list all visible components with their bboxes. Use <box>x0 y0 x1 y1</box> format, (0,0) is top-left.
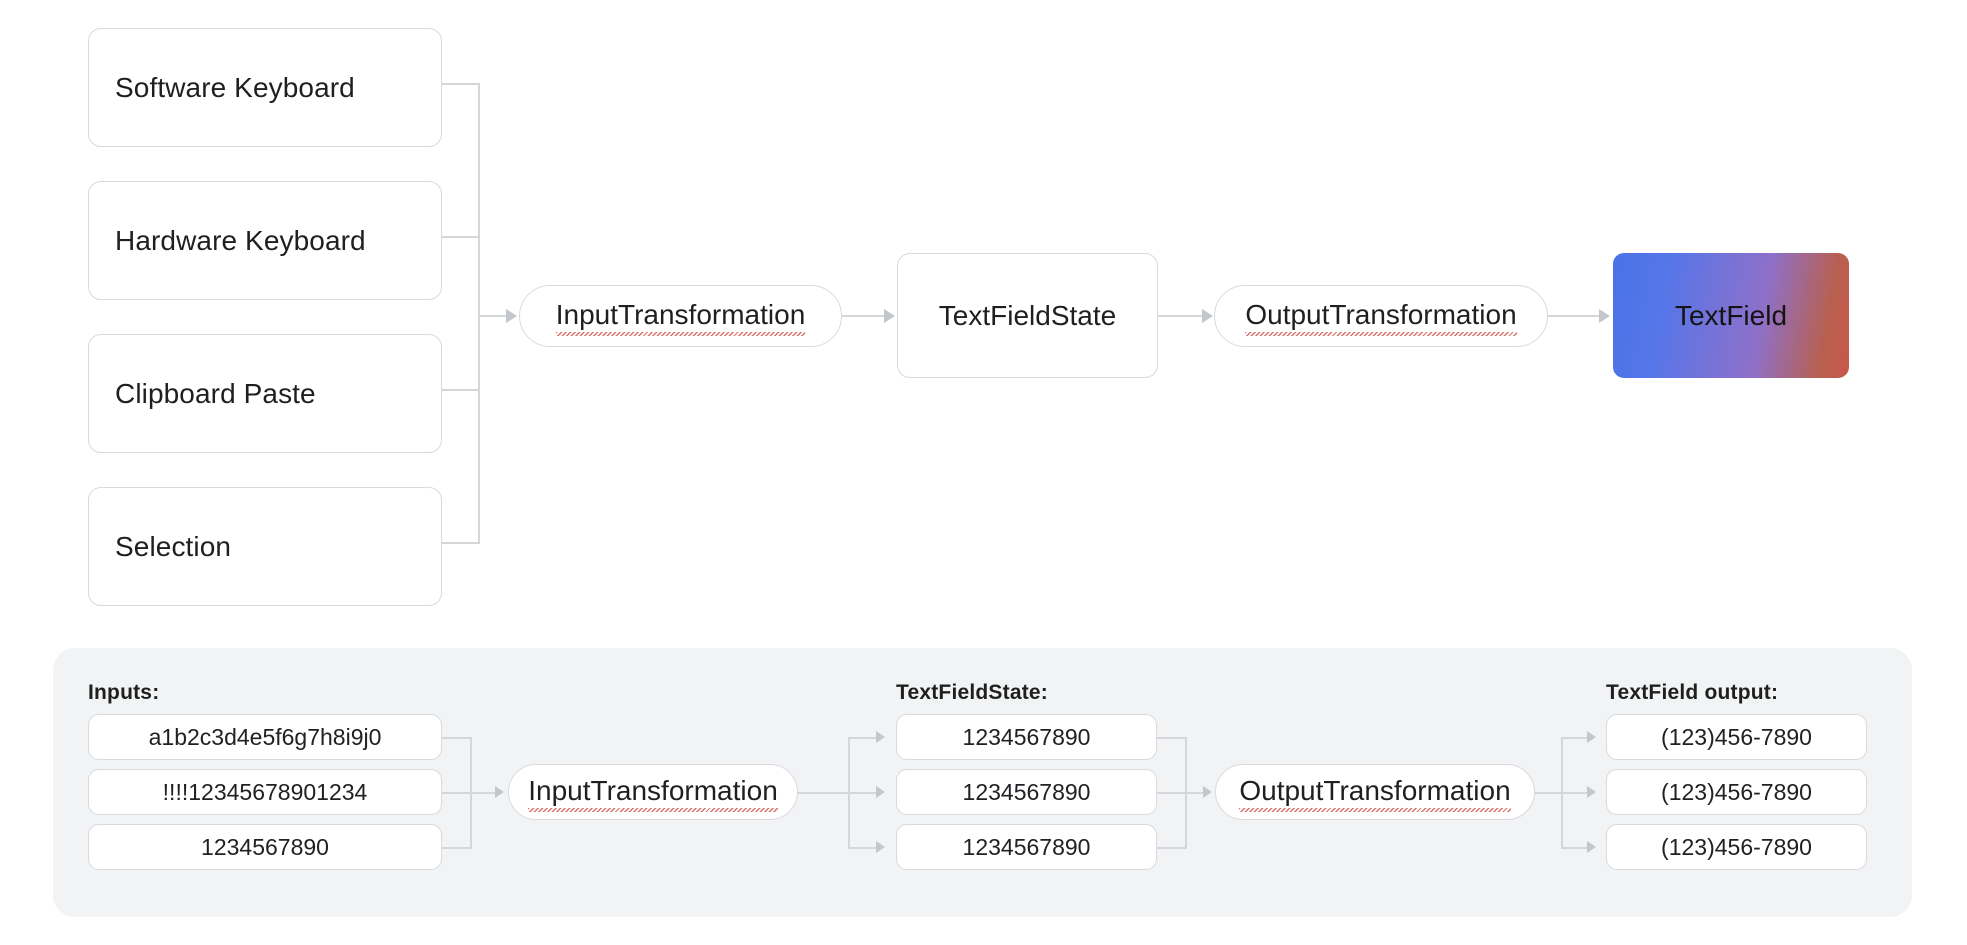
arrow-to-state-0 <box>876 731 885 743</box>
source-node-label: Hardware Keyboard <box>115 224 366 256</box>
state-value-box[interactable]: 1234567890 <box>896 714 1157 760</box>
connector-source-2-stub <box>442 389 480 391</box>
source-node-software-keyboard[interactable]: Software Keyboard <box>88 28 442 147</box>
connector-source-trunk <box>478 83 480 544</box>
source-node-selection[interactable]: Selection <box>88 487 442 606</box>
connector-state-0-out-stub <box>1157 737 1187 739</box>
panel-node-input-transformation[interactable]: InputTransformation <box>508 764 798 820</box>
node-label: TextFieldState <box>938 299 1117 331</box>
connector-input-trunk-to-transformation <box>470 792 496 794</box>
output-value-box[interactable]: (123)456-7890 <box>1606 824 1867 870</box>
output-value-box[interactable]: (123)456-7890 <box>1606 714 1867 760</box>
connector-state-0-stub <box>848 737 878 739</box>
connector-output-transformation-out <box>1535 792 1563 794</box>
arrow-to-state-1 <box>876 786 885 798</box>
source-node-hardware-keyboard[interactable]: Hardware Keyboard <box>88 181 442 300</box>
arrow-states-to-output-transformation <box>1203 786 1212 798</box>
connector-output-2-stub <box>1561 847 1589 849</box>
connector-state-1-out-stub <box>1157 792 1187 794</box>
connector-input-1-stub <box>442 792 472 794</box>
source-node-label: Clipboard Paste <box>115 377 316 409</box>
output-value-box[interactable]: (123)456-7890 <box>1606 769 1867 815</box>
connector-input-0-stub <box>442 737 472 739</box>
connector-output-0-stub <box>1561 737 1589 739</box>
column-title-textfieldstate: TextFieldState: <box>896 681 1048 704</box>
state-value-box[interactable]: 1234567890 <box>896 769 1157 815</box>
input-value-box[interactable]: a1b2c3d4e5f6g7h8i9j0 <box>88 714 442 760</box>
arrow-to-output-0 <box>1587 731 1596 743</box>
connector-input-2-stub <box>442 847 472 849</box>
node-output-transformation[interactable]: OutputTransformation <box>1214 285 1548 347</box>
connector-trunk-to-input-transformation <box>478 315 508 317</box>
input-value-box[interactable]: 1234567890 <box>88 824 442 870</box>
node-label: InputTransformation <box>555 299 805 336</box>
connector-output-transformation-to-textfield <box>1548 315 1601 317</box>
input-value-box[interactable]: !!!!12345678901234 <box>88 769 442 815</box>
source-node-label: Selection <box>115 530 232 562</box>
node-label: InputTransformation <box>528 775 778 812</box>
source-node-clipboard-paste[interactable]: Clipboard Paste <box>88 334 442 453</box>
column-title-inputs: Inputs: <box>88 681 160 704</box>
arrow-output-transformation-to-textfield <box>1599 309 1610 323</box>
connector-state-2-stub <box>848 847 878 849</box>
panel-node-output-transformation[interactable]: OutputTransformation <box>1215 764 1535 820</box>
connector-source-1-stub <box>442 236 480 238</box>
arrow-to-state-2 <box>876 841 885 853</box>
connector-state-to-output-transformation <box>1158 315 1204 317</box>
column-title-textfield-output: TextField output: <box>1606 681 1779 704</box>
state-value-box[interactable]: 1234567890 <box>896 824 1157 870</box>
node-label: TextField <box>1674 299 1788 331</box>
node-label: OutputTransformation <box>1239 775 1511 812</box>
arrow-to-output-2 <box>1587 841 1596 853</box>
arrow-state-to-output-transformation <box>1202 309 1213 323</box>
connector-output-1-stub <box>1561 792 1589 794</box>
arrow-inputs-to-input-transformation <box>495 786 504 798</box>
source-node-label: Software Keyboard <box>115 71 355 103</box>
arrow-to-output-1 <box>1587 786 1596 798</box>
connector-state-1-stub <box>848 792 878 794</box>
connector-input-transformation-out <box>798 792 850 794</box>
connector-state-2-out-stub <box>1157 847 1187 849</box>
connector-state-trunk-to-output-transformation <box>1185 792 1205 794</box>
connector-input-transformation-to-state <box>842 315 886 317</box>
connector-source-3-stub <box>442 542 480 544</box>
arrow-input-transformation-to-state <box>884 309 895 323</box>
node-textfield[interactable]: TextField <box>1613 253 1849 378</box>
connector-source-0-stub <box>442 83 480 85</box>
arrow-trunk-to-input-transformation <box>506 309 517 323</box>
node-label: OutputTransformation <box>1245 299 1517 336</box>
node-textfieldstate[interactable]: TextFieldState <box>897 253 1158 378</box>
node-input-transformation[interactable]: InputTransformation <box>519 285 842 347</box>
